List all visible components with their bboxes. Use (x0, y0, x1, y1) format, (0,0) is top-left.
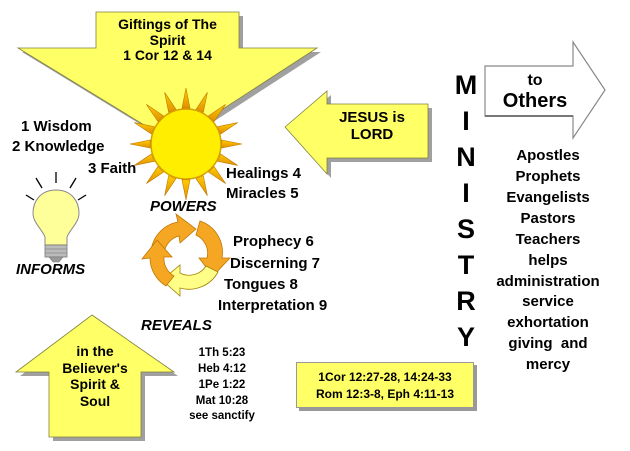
ministry-role: Prophets (515, 167, 581, 185)
scripture-item: Heb 4:12 (198, 362, 246, 375)
sun-ray (164, 92, 177, 113)
reference-box: 1Cor 12:27-28, 14:24-33 Rom 12:3-8, Eph … (296, 362, 474, 408)
ministry-role: Teachers (515, 230, 581, 248)
sun-ray (221, 139, 243, 149)
sun-ray (208, 166, 226, 184)
powers-label: POWERS (150, 198, 217, 215)
gift-healings: Healings 4 (226, 165, 302, 182)
scripture-item: Mat 10:28 (195, 394, 249, 407)
scripture-item: see sanctify (189, 410, 255, 423)
ministry-role: Pastors (520, 209, 576, 227)
top-down-arrow (16, 11, 321, 146)
sun-ray (195, 175, 208, 196)
jesus-arrow-line-1: JESUS is (339, 109, 405, 126)
sun-ray (146, 166, 164, 184)
to-others-arrow (484, 40, 606, 140)
scripture-item: 1Pe 1:22 (198, 378, 246, 391)
sun-ray (129, 139, 151, 149)
sun-ray (217, 122, 238, 135)
light-bulb-icon (25, 172, 87, 263)
gift-knowledge: 2 Knowledge (12, 138, 105, 155)
reveals-label: REVEALS (141, 317, 212, 334)
reference-line-1: 1Cor 12:27-28, 14:24-33 (318, 370, 452, 384)
to-others-line-2: Others (502, 89, 568, 112)
cycle-arrows-icon (141, 213, 231, 297)
jesus-arrow-label: JESUS is LORD (322, 109, 422, 144)
sun-ray (146, 104, 164, 122)
to-others-label: to Others (492, 72, 578, 112)
top-arrow-line-2: Spirit (149, 31, 186, 48)
sun-ray (195, 92, 208, 113)
bottom-up-arrow (14, 314, 178, 441)
jesus-arrow-line-2: LORD (350, 125, 394, 143)
gift-interpretation: Interpretation 9 (218, 297, 328, 314)
ministry-letter: M (454, 70, 478, 100)
to-others-line-1: to (527, 72, 543, 89)
ministry-letter: S (456, 214, 475, 244)
ministry-letter: T (457, 250, 475, 280)
ministry-letter: I (462, 178, 470, 208)
sun-ray (208, 104, 226, 122)
bottom-arrow-line-4: Soul (79, 392, 111, 409)
sun-ray (181, 179, 191, 201)
sun-ray (134, 122, 155, 135)
gift-tongues: Tongues 8 (224, 276, 298, 293)
ministry-role: giving and (508, 335, 588, 353)
sun-ray (164, 175, 177, 196)
ministry-role: Apostles (516, 147, 580, 164)
ministry-letter: R (456, 286, 476, 316)
ministry-role: administration (496, 272, 600, 290)
top-arrow-label: Giftings of The Spirit 1 Cor 12 & 14 (96, 16, 239, 64)
informs-label: INFORMS (16, 261, 86, 278)
top-arrow-line-3: 1 Cor 12 & 14 (123, 47, 212, 64)
bottom-arrow-line-2: Believer's (62, 359, 128, 376)
ministry-role: Evangelists (506, 188, 590, 206)
gift-faith: 3 Faith (88, 160, 137, 177)
top-arrow-line-1: Giftings of The (118, 16, 217, 32)
sun-icon (129, 87, 243, 201)
bottom-arrow-line-3: Spirit & (70, 376, 120, 393)
ministry-letter: I (462, 106, 470, 136)
ministry-role: service (522, 293, 574, 311)
scripture-list: 1Th 5:23 Heb 4:12 1Pe 1:22 Mat 10:28 see… (180, 346, 264, 425)
bottom-arrow-line-1: in the (76, 343, 114, 359)
gift-prophecy: Prophecy 6 (233, 233, 314, 250)
sun-ray (181, 87, 191, 109)
scripture-item: 1Th 5:23 (198, 347, 246, 359)
gift-miracles: Miracles 5 (226, 185, 299, 202)
sun-ray (134, 153, 155, 166)
jesus-is-lord-arrow (284, 90, 432, 178)
ministry-roles-list: Apostles Prophets Evangelists Pastors Te… (476, 146, 620, 376)
ministry-role: mercy (525, 356, 571, 374)
ministry-role: exhortation (507, 314, 589, 332)
reference-line-2: Rom 12:3-8, Eph 4:11-13 (315, 386, 455, 401)
ministry-letter: N (456, 142, 476, 172)
gift-wisdom: 1 Wisdom (21, 118, 92, 135)
sun-ray (217, 153, 238, 166)
ministry-role: helps (528, 251, 568, 269)
gift-discerning: Discerning 7 (230, 255, 321, 272)
ministry-letter: Y (456, 322, 475, 352)
reference-box-text: 1Cor 12:27-28, 14:24-33 Rom 12:3-8, Eph … (297, 369, 473, 403)
bottom-arrow-label: in the Believer's Spirit & Soul (49, 343, 141, 409)
